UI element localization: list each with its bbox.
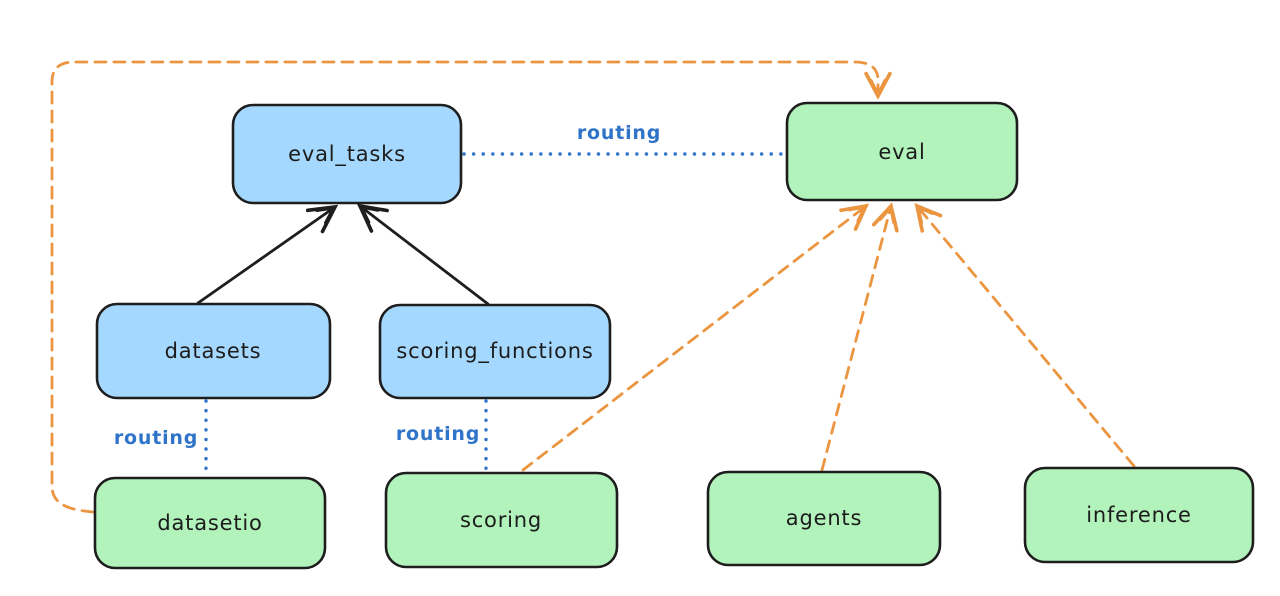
routing-label-scoring: routing — [396, 423, 480, 445]
edge-inference-to-eval — [914, 203, 1136, 468]
node-scoring-label: scoring — [460, 508, 542, 532]
node-scoring-functions: scoring_functions — [378, 303, 612, 400]
node-datasets: datasets — [95, 302, 332, 400]
edge-datasets-to-eval-tasks — [196, 204, 339, 305]
edge-agents-to-eval — [820, 202, 899, 472]
node-eval: eval — [785, 101, 1019, 202]
node-scoring-functions-label: scoring_functions — [396, 339, 593, 364]
node-scoring: scoring — [384, 471, 619, 569]
node-agents: agents — [706, 470, 942, 567]
node-eval-tasks-label: eval_tasks — [288, 142, 406, 167]
node-datasetio-label: datasetio — [157, 511, 262, 535]
node-agents-label: agents — [786, 506, 862, 530]
edge-datasetio-to-eval — [50, 60, 892, 514]
node-inference-label: inference — [1086, 503, 1192, 527]
node-inference: inference — [1023, 466, 1255, 564]
node-eval-label: eval — [878, 140, 925, 164]
routing-label-top: routing — [577, 122, 661, 144]
node-datasetio: datasetio — [93, 476, 327, 570]
routing-label-datasets: routing — [114, 427, 198, 449]
edge-scoring-functions-to-eval-tasks — [356, 203, 490, 306]
node-eval-tasks: eval_tasks — [231, 103, 463, 205]
edge-scoring-to-eval — [521, 203, 870, 472]
node-datasets-label: datasets — [165, 339, 262, 363]
